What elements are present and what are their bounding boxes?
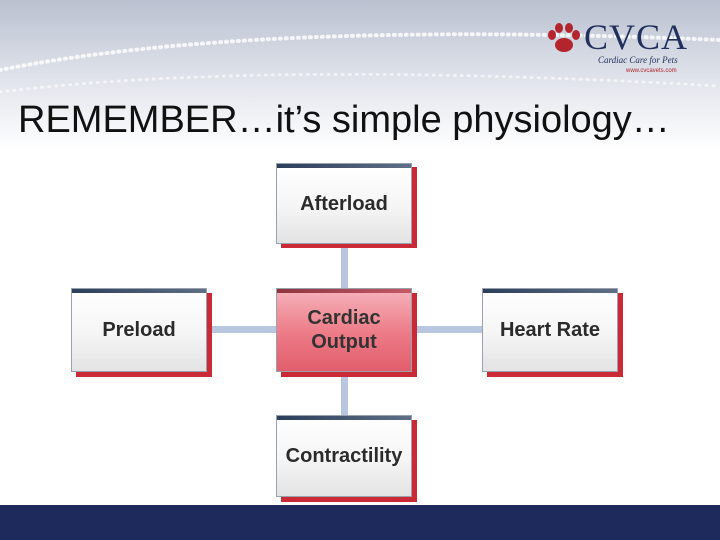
node-top-edge — [483, 289, 617, 293]
paw-print-icon — [548, 23, 580, 52]
dotted-arc-decoration — [0, 32, 720, 94]
cardiac-output-node: Cardiac Output — [276, 288, 412, 372]
slide-title: REMEMBER…it’s simple physiology… — [18, 99, 670, 141]
connector-contractility — [341, 372, 348, 416]
afterload-label: Afterload — [300, 192, 388, 215]
logo-tagline: Cardiac Care for Pets — [598, 55, 678, 65]
preload-label: Preload — [102, 319, 176, 341]
heart-rate-label: Heart Rate — [499, 319, 601, 341]
logo-url: www.cvcavets.com — [626, 68, 677, 74]
afterload-node: Afterload — [276, 163, 412, 244]
contractility-label: Contractility — [285, 445, 403, 467]
cvca-logo: CVCA Cardiac Care for Pets www.cvcavets.… — [546, 18, 696, 78]
heart-rate-node: Heart Rate — [482, 288, 618, 372]
node-top-edge — [277, 164, 411, 168]
connector-preload — [207, 326, 277, 333]
node-top-edge — [277, 289, 411, 293]
logo-wordmark: CVCA — [584, 17, 689, 57]
preload-node: Preload — [71, 288, 207, 372]
header-band — [0, 0, 720, 150]
node-top-edge — [72, 289, 206, 293]
node-top-edge — [277, 416, 411, 420]
contractility-node: Contractility — [276, 415, 412, 497]
footer-bar — [0, 505, 720, 540]
connector-afterload — [341, 244, 348, 290]
connector-heart-rate — [412, 326, 482, 333]
cardiac-output-label: Cardiac Output — [307, 307, 381, 353]
